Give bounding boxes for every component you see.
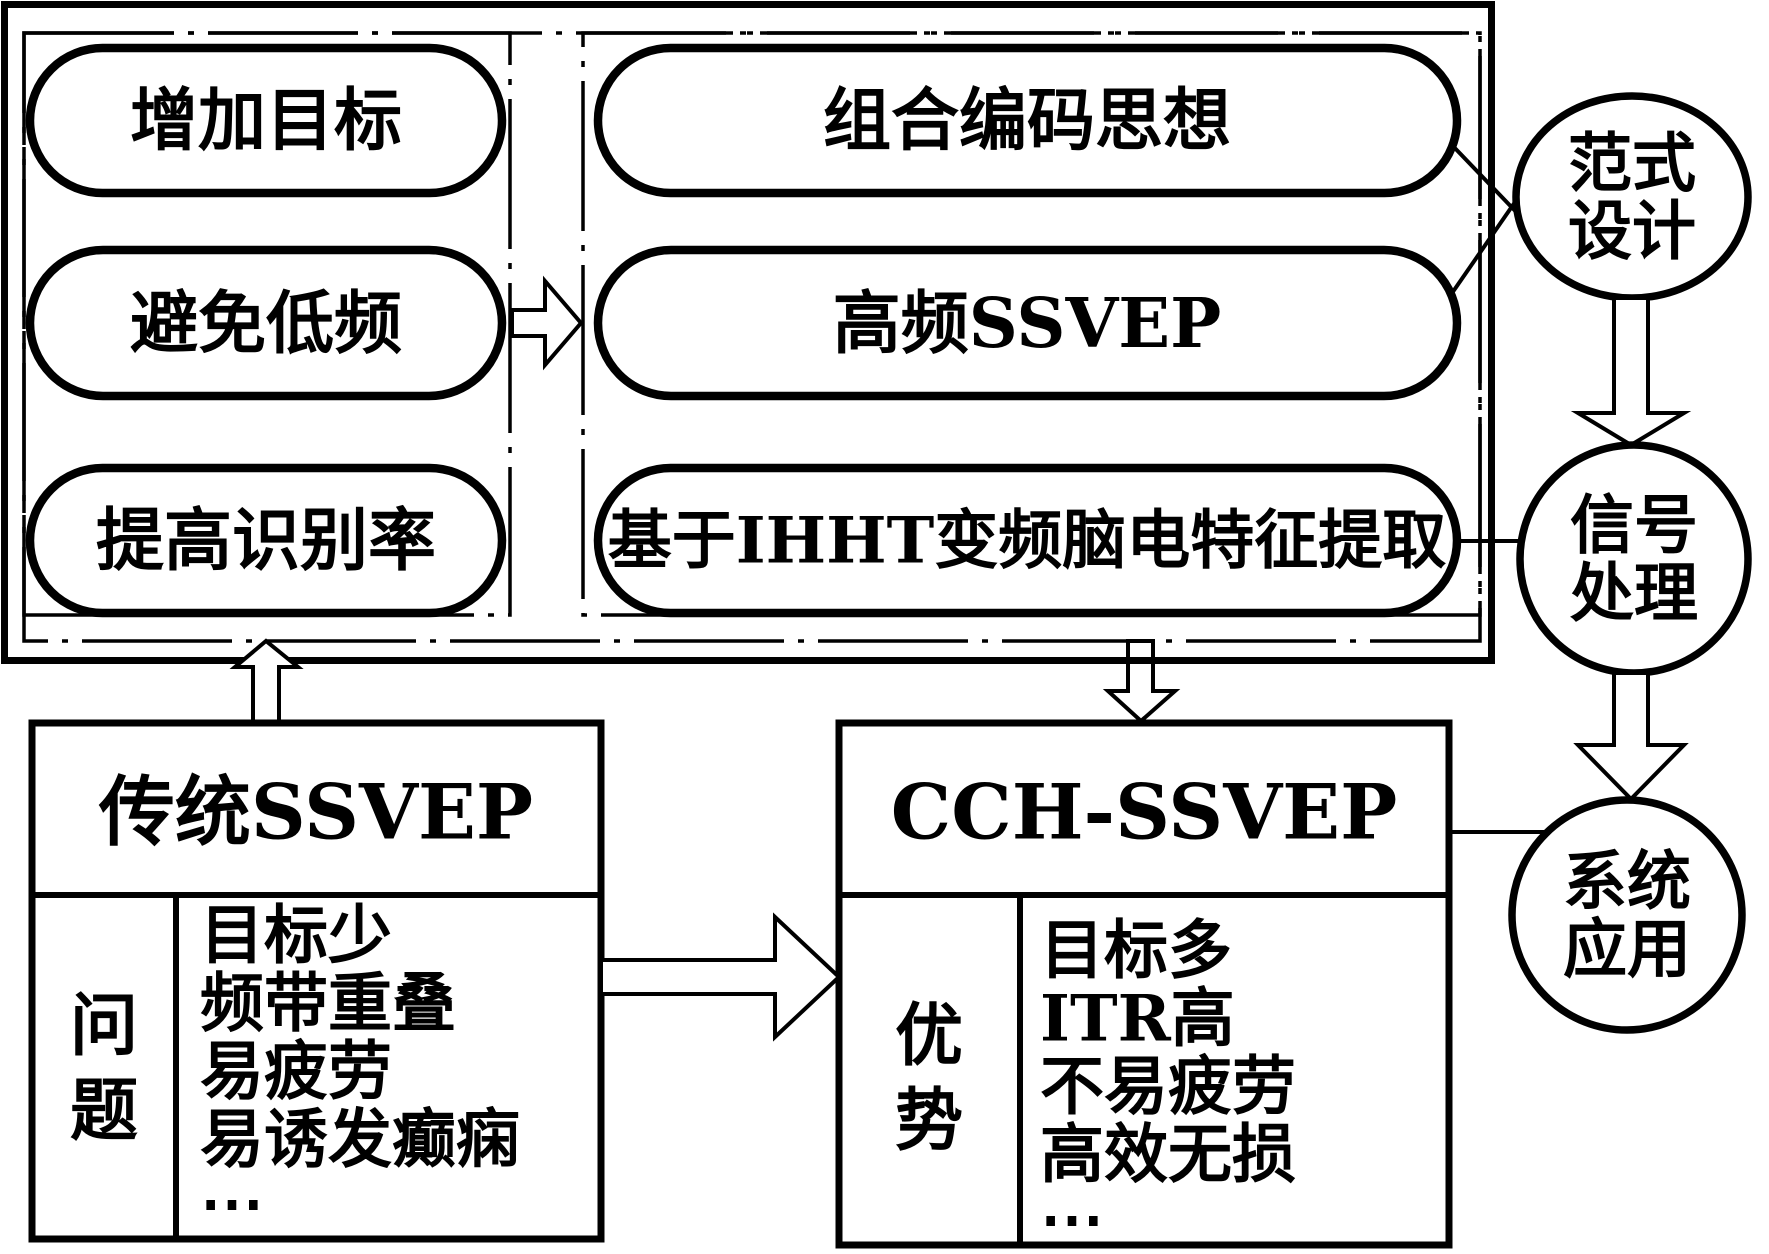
- down-arrow-paradigm-to-signal-icon: [1570, 296, 1692, 448]
- stadium-increase-targets: [25, 43, 507, 198]
- traditional-row-label-char2: 题: [70, 1071, 138, 1151]
- stadium-high-frequency-ssvep-label: 高频SSVEP: [833, 284, 1221, 364]
- top-container: [1, 1, 1495, 664]
- stadium-improve-recognition-label: 提高识别率: [96, 501, 436, 581]
- cch-item-ellipsis: ⋯: [1040, 1181, 1104, 1254]
- traditional-item: 频带重叠: [200, 966, 456, 1041]
- traditional-row-label-char1: 问: [70, 986, 138, 1066]
- stadium-avoid-low-frequency-label: 避免低频: [130, 284, 402, 364]
- down-arrow-signal-to-system-icon: [1573, 671, 1689, 802]
- traditional-item-ellipsis: ⋯: [200, 1165, 264, 1240]
- stadium-combined-coding: [593, 43, 1462, 198]
- down-arrow-to-cch-icon: [1102, 639, 1181, 724]
- right-arrow-traditional-to-cch-icon: [599, 912, 842, 1042]
- stadium-combined-coding-label: 组合编码思想: [823, 81, 1231, 161]
- cch-item: ITR高: [1040, 981, 1235, 1056]
- circle-signal-processing-line2: 处理: [1570, 556, 1698, 631]
- traditional-item: 易诱发癫痫: [200, 1102, 520, 1177]
- cch-item: 目标多: [1040, 913, 1232, 988]
- cch-row-label-char1: 优: [895, 996, 963, 1076]
- circle-system-application: [1508, 796, 1746, 1034]
- stadium-avoid-low-frequency: [25, 245, 507, 401]
- circle-paradigm-design-line2: 设计: [1568, 194, 1696, 269]
- traditional-item: 目标少: [200, 898, 392, 973]
- stadium-ihht-feature-extraction-label: 基于IHHT变频脑电特征提取: [608, 503, 1447, 578]
- cch-ssvep-box: [835, 719, 1453, 1249]
- stadium-high-frequency-ssvep: [593, 245, 1462, 401]
- traditional-ssvep-box: [28, 719, 605, 1243]
- stadium-ihht-feature-extraction: [593, 463, 1462, 618]
- cch-title: CCH-SSVEP: [891, 768, 1397, 857]
- circle-system-application-line1: 系统: [1563, 844, 1691, 919]
- circle-signal-processing-line1: 信号: [1570, 488, 1698, 563]
- circle-paradigm-design-line1: 范式: [1568, 126, 1696, 201]
- traditional-title: 传统SSVEP: [98, 768, 533, 857]
- circle-system-application-line2: 应用: [1563, 912, 1691, 987]
- cch-item: 高效无损: [1040, 1117, 1296, 1192]
- stadium-increase-targets-label: 增加目标: [130, 81, 402, 161]
- traditional-item: 易疲劳: [200, 1034, 392, 1109]
- cch-item: 不易疲劳: [1040, 1049, 1296, 1124]
- right-arrow-goal-to-method-icon: [510, 275, 584, 371]
- stadium-improve-recognition: [25, 463, 507, 618]
- cch-row-label-char2: 势: [895, 1081, 963, 1161]
- up-arrow-from-traditional-icon: [229, 638, 304, 725]
